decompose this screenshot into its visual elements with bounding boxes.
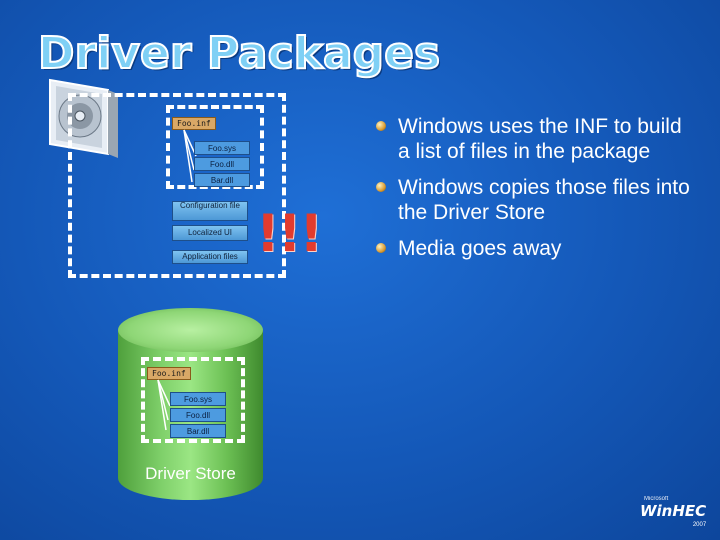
bullet-item: Windows copies those files into the Driv… bbox=[376, 175, 696, 225]
localized-ui-label: Localized UI bbox=[172, 225, 248, 241]
store-file-dll: Foo.dll bbox=[170, 408, 226, 422]
driver-files-outline bbox=[166, 105, 264, 189]
driver-store-cylinder-top bbox=[118, 308, 263, 352]
bullet-item: Media goes away bbox=[376, 236, 696, 261]
inf-file-label: Foo.inf bbox=[172, 117, 216, 130]
bullet-dot-icon bbox=[376, 121, 386, 131]
config-file-label: Configuration file bbox=[172, 201, 248, 221]
driver-store-label: Driver Store bbox=[145, 464, 236, 483]
store-files-outline bbox=[141, 357, 245, 443]
store-file-bar-dll: Bar.dll bbox=[170, 424, 226, 438]
store-reference-arrows bbox=[157, 379, 171, 431]
package-file-dll: Foo.dll bbox=[194, 157, 250, 171]
warning-marks: !!! bbox=[256, 204, 323, 264]
application-files-label: Application files bbox=[172, 250, 248, 264]
package-outline bbox=[68, 93, 286, 278]
package-file-bar-dll: Bar.dll bbox=[194, 173, 250, 187]
slide-title: Driver Packages bbox=[37, 27, 441, 80]
bullet-dot-icon bbox=[376, 182, 386, 192]
winhec-logo: Microsoft WinHEC 2007 bbox=[640, 496, 707, 528]
store-file-sys: Foo.sys bbox=[170, 392, 226, 406]
package-file-sys: Foo.sys bbox=[194, 141, 250, 155]
bullet-list: Windows uses the INF to build a list of … bbox=[376, 114, 696, 272]
store-inf-label: Foo.inf bbox=[147, 367, 191, 380]
bullet-item: Windows uses the INF to build a list of … bbox=[376, 114, 696, 164]
bullet-dot-icon bbox=[376, 243, 386, 253]
